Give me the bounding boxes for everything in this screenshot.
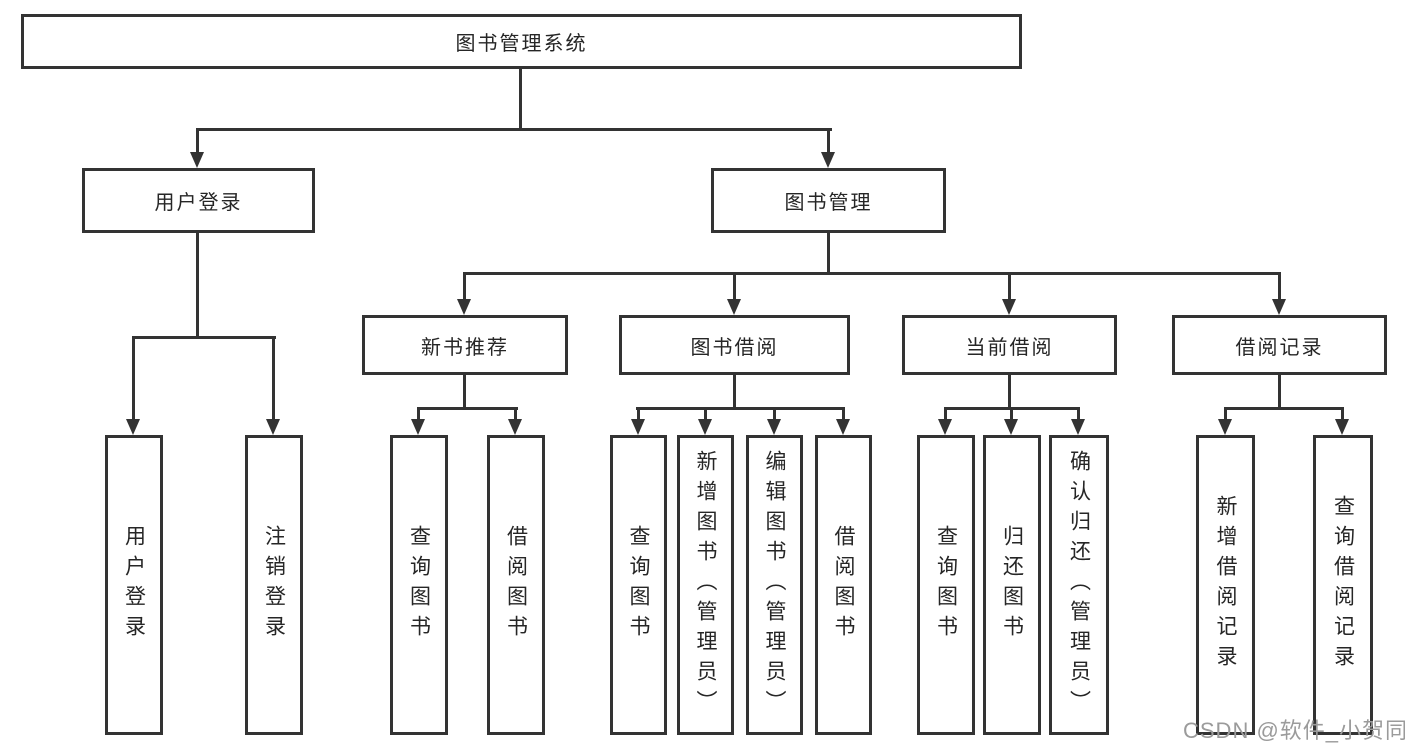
connector-arrowhead	[631, 419, 645, 435]
leaf-bor-add-book-label: 新增图书（管理员）	[694, 450, 717, 720]
leaf-bor-edit-book-label: 编辑图书（管理员）	[763, 450, 786, 720]
connector-line	[132, 336, 135, 421]
connector-line	[704, 407, 707, 421]
node-current-borrow-label: 当前借阅	[965, 336, 1054, 359]
connector-arrowhead	[1272, 299, 1286, 315]
connector-arrowhead	[266, 419, 280, 435]
connector-arrowhead	[727, 299, 741, 315]
connector-arrowhead	[1002, 299, 1016, 315]
connector-line	[1008, 272, 1011, 301]
csdn-watermark: CSDN @软件_小贺同学	[1183, 718, 1405, 743]
connector-line	[1278, 375, 1281, 409]
connector-line	[1341, 407, 1344, 421]
connector-arrowhead	[1071, 419, 1085, 435]
connector-line	[272, 336, 275, 421]
leaf-hist-query-record: 查询借阅记录	[1313, 435, 1373, 735]
leaf-rec-query-book: 查询图书	[390, 435, 448, 735]
leaf-bor-edit-book: 编辑图书（管理员）	[746, 435, 803, 735]
node-current-borrow: 当前借阅	[902, 315, 1117, 375]
node-root: 图书管理系统	[21, 14, 1022, 69]
node-user-login-label: 用户登录	[154, 192, 243, 214]
leaf-rec-query-book-label: 查询图书	[407, 525, 431, 645]
connector-line	[1224, 407, 1344, 410]
connector-line	[132, 336, 276, 339]
leaf-cur-confirm-return-label: 确认归还（管理员）	[1067, 450, 1091, 720]
connector-line	[463, 272, 1281, 275]
leaf-cur-query-book-label: 查询图书	[934, 525, 958, 645]
connector-line	[514, 407, 517, 421]
leaf-hist-add-record-label: 新增借阅记录	[1214, 495, 1237, 675]
connector-line	[1224, 407, 1227, 421]
leaf-user-login-label: 用户登录	[122, 525, 146, 645]
connector-arrowhead	[836, 419, 850, 435]
leaf-bor-query-book: 查询图书	[610, 435, 667, 735]
leaf-bor-borrow-book-label: 借阅图书	[832, 525, 855, 645]
connector-line	[417, 407, 420, 421]
connector-arrowhead	[126, 419, 140, 435]
connector-line	[773, 407, 776, 421]
connector-arrowhead	[938, 419, 952, 435]
connector-line	[1077, 407, 1080, 421]
leaf-bor-query-book-label: 查询图书	[627, 525, 650, 645]
leaf-logout-label: 注销登录	[262, 525, 286, 645]
connector-line	[733, 375, 736, 409]
connector-line	[1010, 407, 1013, 421]
connector-arrowhead	[1335, 419, 1349, 435]
leaf-cur-query-book: 查询图书	[917, 435, 975, 735]
connector-line	[636, 407, 845, 410]
leaf-cur-return-book-label: 归还图书	[1000, 525, 1024, 645]
connector-line	[463, 272, 466, 301]
node-book-borrow-label: 图书借阅	[690, 336, 779, 359]
node-root-label: 图书管理系统	[455, 33, 588, 55]
leaf-cur-confirm-return: 确认归还（管理员）	[1049, 435, 1109, 735]
connector-arrowhead	[1218, 419, 1232, 435]
node-borrow-record: 借阅记录	[1172, 315, 1387, 375]
leaf-bor-borrow-book: 借阅图书	[815, 435, 872, 735]
connector-line	[944, 407, 947, 421]
connector-line	[637, 407, 640, 421]
node-new-book-rec-label: 新书推荐	[421, 336, 509, 359]
connector-arrowhead	[508, 419, 522, 435]
connector-line	[827, 233, 830, 274]
node-borrow-record-label: 借阅记录	[1235, 336, 1324, 359]
connector-line	[519, 69, 522, 130]
connector-arrowhead	[821, 152, 835, 168]
connector-arrowhead	[411, 419, 425, 435]
connector-line	[463, 375, 466, 409]
leaf-hist-add-record: 新增借阅记录	[1196, 435, 1255, 735]
leaf-cur-return-book: 归还图书	[983, 435, 1041, 735]
connector-line	[827, 128, 830, 154]
connector-arrowhead	[698, 419, 712, 435]
node-book-mgmt-label: 图书管理	[784, 192, 873, 214]
connector-line	[1008, 375, 1011, 409]
connector-arrowhead	[767, 419, 781, 435]
connector-arrowhead	[1004, 419, 1018, 435]
node-book-mgmt: 图书管理	[711, 168, 946, 233]
leaf-bor-add-book: 新增图书（管理员）	[677, 435, 734, 735]
connector-arrowhead	[457, 299, 471, 315]
connector-line	[196, 128, 832, 131]
leaf-user-login: 用户登录	[105, 435, 163, 735]
connector-line	[196, 128, 199, 154]
connector-arrowhead	[190, 152, 204, 168]
node-book-borrow: 图书借阅	[619, 315, 850, 375]
connector-line	[1278, 272, 1281, 301]
connector-line	[733, 272, 736, 301]
node-user-login: 用户登录	[82, 168, 315, 233]
node-new-book-rec: 新书推荐	[362, 315, 568, 375]
connector-line	[196, 233, 199, 338]
leaf-rec-borrow-book-label: 借阅图书	[504, 525, 528, 645]
leaf-rec-borrow-book: 借阅图书	[487, 435, 545, 735]
leaf-logout: 注销登录	[245, 435, 303, 735]
connector-line	[842, 407, 845, 421]
leaf-hist-query-record-label: 查询借阅记录	[1331, 495, 1355, 675]
connector-line	[417, 407, 518, 410]
